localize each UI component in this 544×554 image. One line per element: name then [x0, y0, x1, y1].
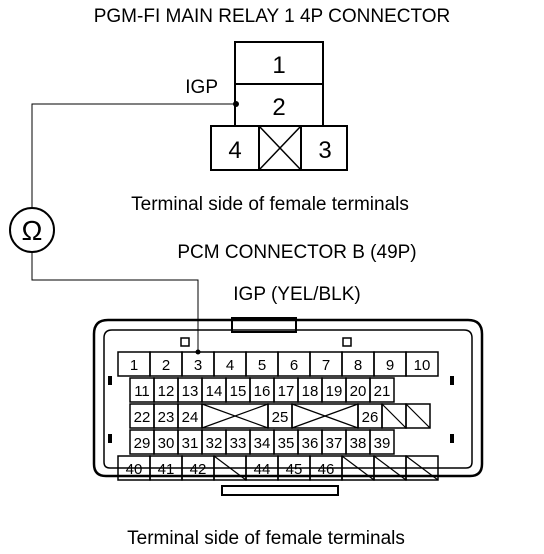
pcm-terminal-26: 26 — [362, 409, 379, 426]
test-leads — [31, 101, 239, 355]
pcm-wire-label: IGP (YEL/BLK) — [233, 284, 360, 305]
pcm-terminal-44: 44 — [254, 461, 271, 478]
pcm-terminal-37: 37 — [326, 435, 343, 452]
pcm-terminal-38: 38 — [350, 435, 367, 452]
relay-lower-housing — [210, 125, 348, 171]
relay-caption: Terminal side of female terminals — [131, 194, 409, 215]
pcm-terminal-24: 24 — [182, 409, 199, 426]
pcm-terminal-cavity — [369, 429, 395, 455]
ohmmeter-circle — [9, 207, 55, 253]
relay-wire-label: IGP — [185, 77, 218, 98]
pcm-terminal-15: 15 — [230, 383, 247, 400]
pcm-empty-cavity-mark — [341, 455, 375, 481]
pcm-empty-cavity-mark — [213, 455, 247, 481]
pcm-terminal-42: 42 — [190, 461, 207, 478]
pcm-empty-cavity-mark — [201, 403, 269, 429]
relay-connector: 1 2 4 3 — [210, 41, 348, 171]
pcm-terminal-36: 36 — [302, 435, 319, 452]
pcm-terminal-22: 22 — [134, 409, 151, 426]
pcm-terminal-40: 40 — [126, 461, 143, 478]
pcm-terminal-31: 31 — [182, 435, 199, 452]
ohmmeter: Ω — [9, 207, 55, 253]
pcm-terminal-35: 35 — [278, 435, 295, 452]
relay-terminal-2: 2 — [272, 94, 285, 121]
pcm-empty-cavity — [405, 403, 431, 429]
pcm-connector-housing — [92, 317, 484, 496]
pcm-terminal-5: 5 — [258, 357, 266, 374]
pcm-terminal-20: 20 — [350, 383, 367, 400]
pcm-terminal-cavity — [405, 351, 439, 377]
pcm-empty-cavity-mark — [405, 403, 431, 429]
pcm-caption: Terminal side of female terminals — [127, 528, 405, 549]
pcm-terminal-46: 46 — [318, 461, 335, 478]
pcm-terminal-32: 32 — [206, 435, 223, 452]
pcm-terminal-45: 45 — [286, 461, 303, 478]
pcm-terminal-21: 21 — [374, 383, 391, 400]
pcm-terminal-29: 29 — [134, 435, 151, 452]
relay-title: PGM-FI MAIN RELAY 1 4P CONNECTOR — [94, 6, 451, 27]
pcm-terminal-12: 12 — [158, 383, 175, 400]
pcm-terminal-2: 2 — [162, 357, 170, 374]
pcm-terminal-41: 41 — [158, 461, 175, 478]
pcm-terminal-30: 30 — [158, 435, 175, 452]
pcm-terminal-25: 25 — [272, 409, 289, 426]
pcm-terminal-3: 3 — [194, 357, 202, 374]
relay-terminal-3: 3 — [318, 137, 331, 164]
pcm-terminal-4: 4 — [226, 357, 234, 374]
pcm-bottom-key — [221, 485, 339, 496]
pcm-terminal-11: 11 — [134, 383, 150, 400]
pcm-terminal-8: 8 — [354, 357, 362, 374]
pcm-terminal-14: 14 — [206, 383, 223, 400]
pcm-terminal-19: 19 — [326, 383, 343, 400]
relay-terminal-1: 1 — [272, 52, 285, 79]
pcm-terminal-23: 23 — [158, 409, 175, 426]
pcm-latch — [231, 317, 297, 333]
ohm-symbol-icon: Ω — [22, 215, 43, 246]
pcm-terminal-9: 9 — [386, 357, 394, 374]
pcm-terminal-18: 18 — [302, 383, 319, 400]
pcm-terminal-7: 7 — [322, 357, 330, 374]
pcm-empty-cavity — [405, 455, 439, 481]
pcm-terminal-6: 6 — [290, 357, 298, 374]
pcm-terminal-16: 16 — [254, 383, 271, 400]
pcm-title: PCM CONNECTOR B (49P) — [177, 242, 416, 263]
relay-terminal-4: 4 — [228, 137, 241, 164]
pcm-empty-cavity-mark — [405, 455, 439, 481]
pcm-terminal-39: 39 — [374, 435, 391, 452]
pcm-terminal-1: 1 — [130, 357, 138, 374]
pcm-terminal-10: 10 — [414, 357, 431, 374]
pcm-terminal-33: 33 — [230, 435, 247, 452]
pcm-empty-cavity-mark — [373, 455, 407, 481]
pcm-terminal-34: 34 — [254, 435, 271, 452]
pcm-empty-cavity-mark — [381, 403, 407, 429]
pcm-terminal-13: 13 — [182, 383, 199, 400]
pcm-empty-cavity-mark — [291, 403, 359, 429]
pcm-terminal-17: 17 — [278, 383, 295, 400]
pcm-terminal-cavity — [369, 377, 395, 403]
